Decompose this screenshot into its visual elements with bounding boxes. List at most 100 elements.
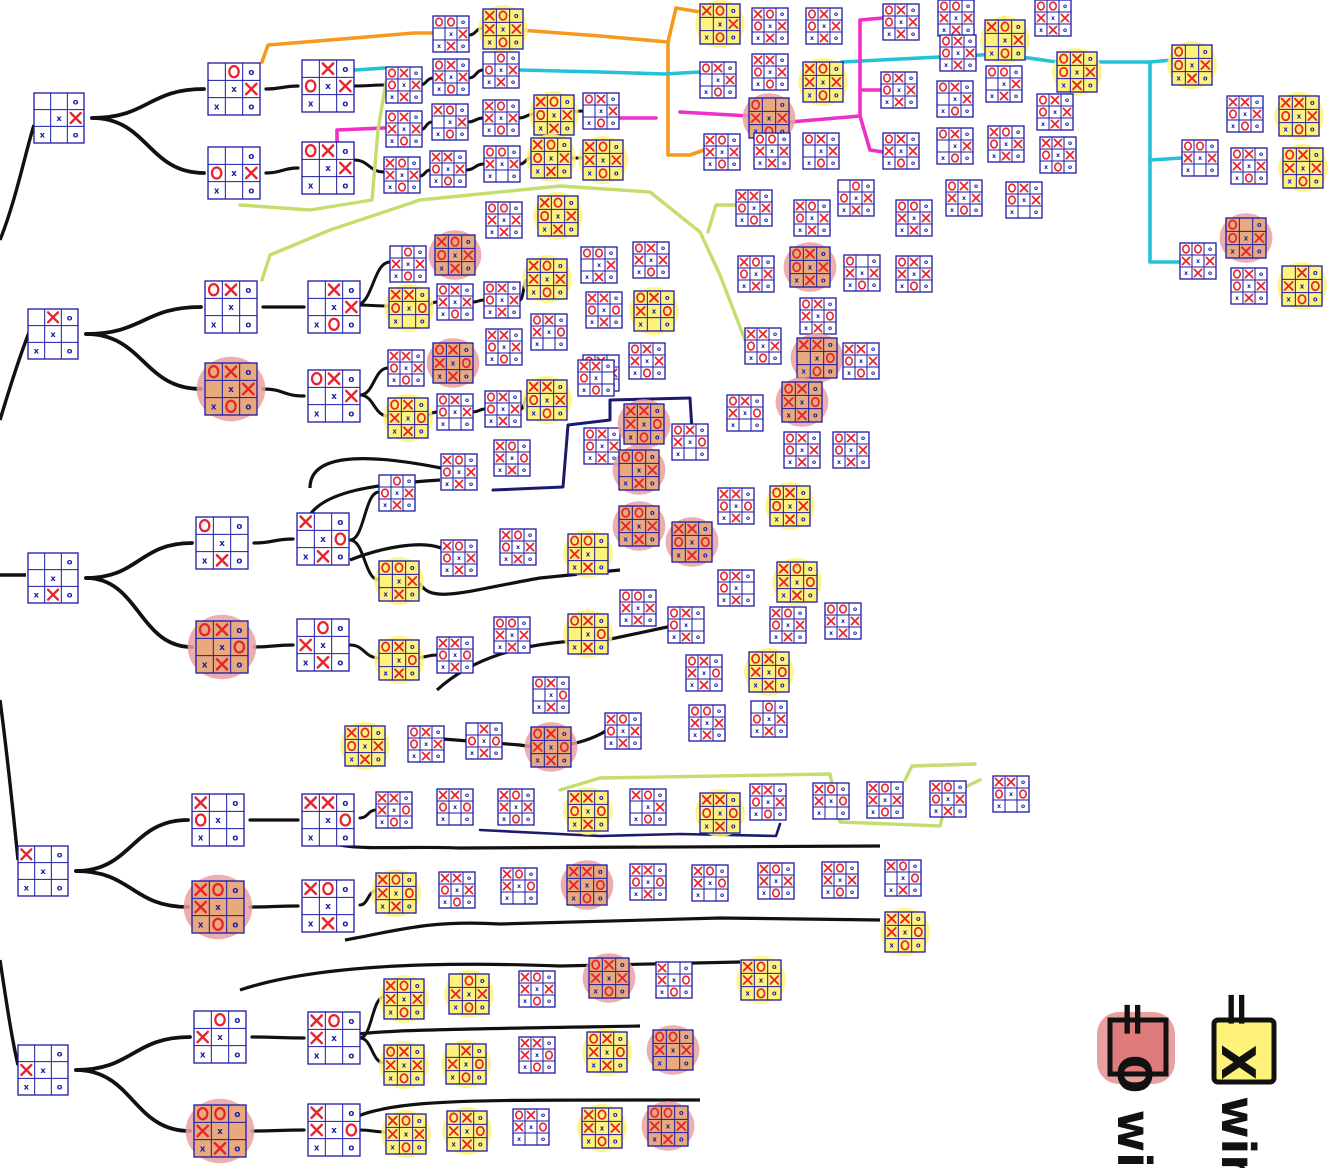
branch-line: [250, 1128, 306, 1133]
x-mark: x: [890, 942, 895, 950]
o-mark: o: [1208, 270, 1212, 277]
played-o-mark: [1232, 281, 1242, 291]
played-o-mark: [1041, 150, 1051, 160]
o-mark: o: [57, 883, 63, 893]
o-mark: o: [746, 491, 750, 498]
o-mark: o: [466, 238, 471, 246]
played-x-mark: [450, 263, 460, 274]
played-x-mark: [819, 9, 829, 19]
o-mark: o: [514, 39, 519, 47]
played-o-mark: [715, 5, 725, 16]
transposition-line-orange: [260, 31, 435, 64]
o-mark: o: [547, 974, 551, 981]
played-x-mark: [702, 730, 712, 740]
played-x-mark: [588, 1047, 599, 1057]
played-o-mark: [345, 1123, 358, 1137]
o-mark: o: [514, 332, 518, 339]
o-mark: o: [418, 273, 422, 280]
played-x-mark: [1307, 111, 1318, 121]
o-mark: o: [732, 137, 736, 144]
played-o-mark: [857, 280, 867, 290]
played-x-mark: [750, 113, 761, 123]
played-o-mark: [514, 1110, 524, 1120]
played-x-mark: [795, 620, 805, 630]
x-mark: x: [453, 251, 458, 259]
x-mark: x: [841, 618, 845, 625]
o-mark: o: [958, 808, 962, 815]
played-x-mark: [502, 881, 512, 891]
x-mark: x: [499, 115, 503, 122]
played-x-mark: [645, 603, 655, 613]
played-o-mark: [618, 714, 628, 724]
x-mark: x: [585, 274, 589, 281]
played-x-mark: [813, 323, 823, 333]
branch-line: [352, 83, 388, 88]
o-mark: o: [67, 312, 73, 322]
played-x-mark: [241, 382, 255, 396]
played-o-mark: [404, 887, 414, 899]
x-mark: x: [383, 502, 387, 509]
played-x-mark: [868, 356, 878, 366]
x-mark: x: [821, 78, 826, 86]
x-mark: x: [660, 989, 664, 996]
transposition-line-magenta: [858, 114, 885, 154]
played-o-mark: [381, 641, 391, 652]
played-x-mark: [532, 1038, 542, 1048]
o-mark: o: [342, 799, 348, 809]
o-mark: o: [609, 250, 613, 257]
x-mark: x: [601, 156, 606, 164]
played-o-mark: [1007, 195, 1017, 205]
played-x-mark: [194, 883, 208, 897]
o-mark: o: [232, 799, 238, 809]
played-x-mark: [868, 783, 878, 793]
played-x-mark: [896, 134, 906, 144]
o-mark: o: [780, 655, 785, 663]
played-o-mark: [487, 203, 497, 213]
played-o-mark: [758, 353, 768, 363]
branch-line: [358, 366, 390, 397]
x-mark: x: [629, 434, 634, 442]
branch-line: [464, 162, 486, 172]
played-x-mark: [657, 975, 667, 985]
x-mark: x: [934, 808, 938, 815]
x-mark: x: [406, 414, 411, 422]
o-mark: o: [779, 728, 783, 735]
x-mark: x: [457, 469, 461, 476]
x-mark: x: [388, 184, 392, 191]
played-x-mark: [751, 281, 761, 291]
o-mark: o: [558, 410, 563, 418]
x-mark: x: [446, 166, 450, 173]
o-mark: o: [1034, 209, 1038, 216]
played-x-mark: [746, 329, 756, 339]
played-x-mark: [377, 793, 387, 803]
x-mark: x: [749, 355, 753, 362]
played-x-mark: [462, 1139, 472, 1150]
played-x-mark: [681, 1045, 692, 1055]
o-mark: o: [772, 963, 777, 971]
played-o-mark: [397, 158, 407, 168]
x-mark: x: [535, 341, 539, 348]
played-o-mark: [498, 10, 508, 21]
x-mark: x: [331, 303, 337, 313]
x-mark: x: [404, 1130, 409, 1138]
played-o-mark: [792, 261, 802, 273]
played-o-mark: [751, 797, 761, 807]
o-mark: o: [648, 593, 652, 600]
played-x-mark: [583, 792, 593, 803]
played-x-mark: [479, 724, 489, 734]
played-o-mark: [812, 366, 822, 377]
